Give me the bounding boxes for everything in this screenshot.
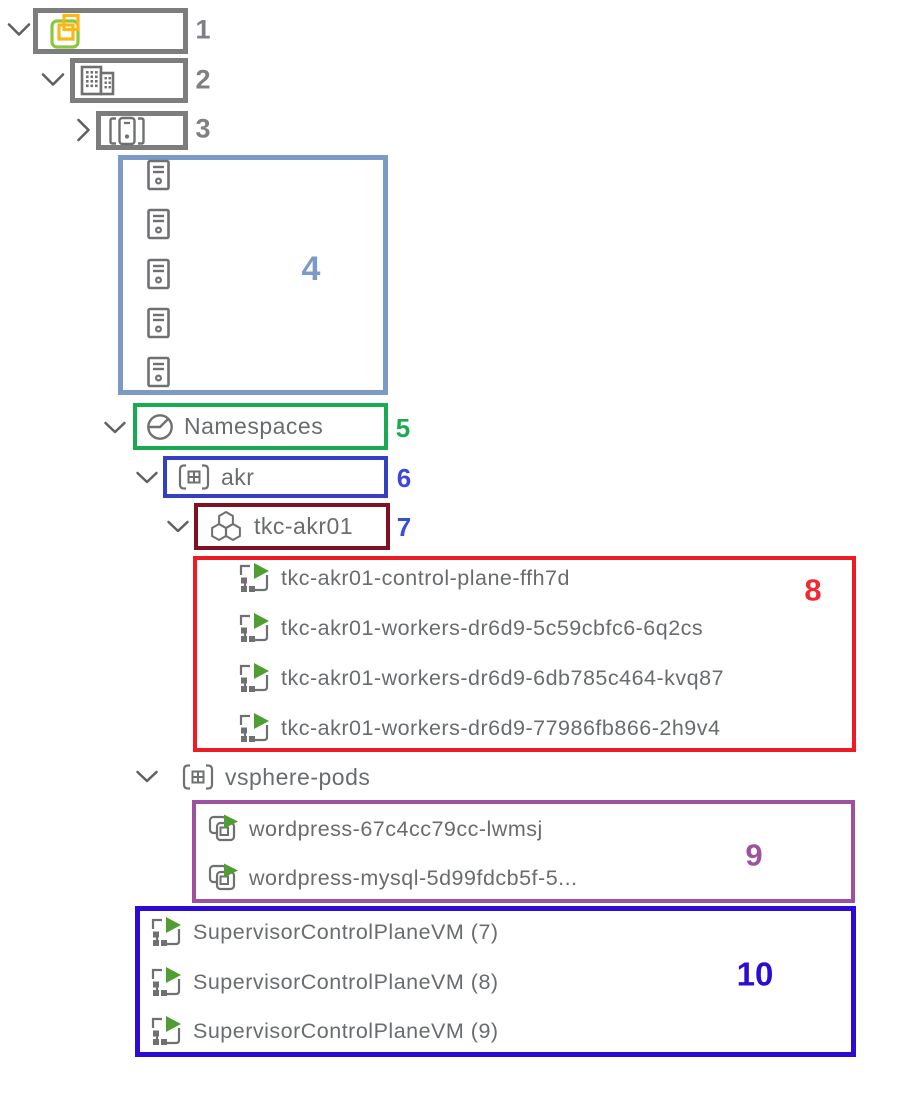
chevron-down-icon[interactable]	[136, 770, 159, 784]
annotation-box-hosts	[118, 155, 388, 395]
vm-powered-on-icon	[151, 967, 181, 996]
host-icon	[147, 208, 170, 240]
tree-node-akr[interactable]: akr	[176, 456, 254, 498]
tree-node-supervisor-vm-1[interactable]: SupervisorControlPlaneVM (7)	[150, 916, 499, 948]
vm-powered-on-icon	[151, 1016, 181, 1045]
datacenter-icon	[80, 65, 115, 96]
pod-label: wordpress-67c4cc79cc-lwmsj	[249, 816, 543, 841]
tree-node-supervisor-vm-2[interactable]: SupervisorControlPlaneVM (8)	[150, 966, 499, 998]
chevron-down-icon[interactable]	[7, 23, 31, 38]
akr-label: akr	[221, 463, 255, 490]
tree-node-tkc-vm-4[interactable]: tkc-akr01-workers-dr6d9-77986fb866-2h9v4	[238, 712, 720, 744]
chevron-right-icon[interactable]	[77, 118, 92, 142]
vsphere-pods-label: vsphere-pods	[225, 763, 371, 790]
pod-powered-on-icon	[208, 814, 238, 841]
annotation-number-9: 9	[745, 837, 763, 873]
tree-node-datacenter[interactable]	[80, 58, 116, 103]
tree-node-namespaces[interactable]: Namespaces	[145, 403, 323, 450]
vm-powered-on-icon	[239, 613, 269, 642]
annotation-box-datacenter	[70, 58, 188, 103]
annotation-number-10: 10	[736, 955, 774, 993]
annotation-number-3: 3	[195, 113, 211, 144]
tree-node-supervisor-vm-3[interactable]: SupervisorControlPlaneVM (9)	[150, 1015, 499, 1047]
vm-powered-on-icon	[151, 917, 181, 946]
vm-powered-on-icon	[239, 563, 269, 592]
tanzu-cluster-hexagons-icon	[211, 510, 241, 542]
annotation-number-5: 5	[395, 413, 411, 443]
tree-node-host-3[interactable]	[146, 258, 171, 290]
tkc-vm-label: tkc-akr01-workers-dr6d9-77986fb866-2h9v4	[281, 715, 721, 740]
host-icon	[147, 356, 170, 388]
annotation-box-namespaces	[133, 403, 388, 450]
tree-node-host-5[interactable]	[146, 356, 171, 388]
tree-node-tkc-vm-1[interactable]: tkc-akr01-control-plane-ffh7d	[238, 562, 570, 594]
tkc-vm-label: tkc-akr01-workers-dr6d9-5c59cbfc6-6q2cs	[281, 615, 704, 640]
annotation-box-pods	[192, 800, 855, 903]
pod-powered-on-icon	[208, 863, 238, 890]
tree-node-host-4[interactable]	[146, 307, 171, 339]
tree-node-vcenter[interactable]	[50, 8, 90, 54]
chevron-down-icon[interactable]	[136, 471, 159, 485]
vcenter-icon	[50, 13, 80, 49]
vm-powered-on-icon	[239, 713, 269, 742]
annotation-box-vcenter	[33, 8, 188, 54]
annotation-number-4: 4	[301, 250, 321, 288]
tree-node-host-2[interactable]	[146, 208, 171, 240]
host-icon	[147, 307, 170, 339]
annotation-number-6: 6	[396, 463, 412, 493]
vm-powered-on-icon	[239, 663, 269, 692]
tkc-vm-label: tkc-akr01-control-plane-ffh7d	[281, 565, 570, 590]
tree-node-cluster[interactable]	[106, 111, 148, 150]
annotation-number-2: 2	[195, 64, 211, 95]
chevron-down-icon[interactable]	[104, 421, 127, 435]
tree-node-pod-2[interactable]: wordpress-mysql-5d99fdcb5f-5...	[207, 862, 578, 894]
supervisor-vm-label: SupervisorControlPlaneVM (8)	[193, 969, 499, 994]
annotation-number-8: 8	[804, 572, 822, 608]
supervisor-vm-label: SupervisorControlPlaneVM (7)	[193, 919, 499, 944]
tree-node-pod-1[interactable]: wordpress-67c4cc79cc-lwmsj	[207, 813, 543, 845]
tkc-vm-label: tkc-akr01-workers-dr6d9-6db785c464-kvq87	[281, 665, 725, 690]
tkc-label: tkc-akr01	[254, 513, 354, 539]
annotation-box-akr	[163, 456, 388, 498]
annotation-box-tkc	[194, 503, 390, 550]
supervisor-vm-label: SupervisorControlPlaneVM (9)	[193, 1018, 499, 1043]
host-icon	[147, 159, 170, 191]
cluster-icon	[109, 116, 145, 145]
host-icon	[147, 258, 170, 290]
annotation-box-cluster	[96, 111, 188, 150]
annotation-number-1: 1	[195, 14, 211, 45]
annotation-number-7: 7	[396, 512, 412, 542]
tree-node-tkc-cluster[interactable]: tkc-akr01	[207, 503, 353, 550]
namespace-brackets-icon	[182, 764, 214, 790]
chevron-down-icon[interactable]	[41, 73, 65, 88]
tree-node-vsphere-pods[interactable]: vsphere-pods	[180, 756, 370, 798]
pod-label: wordpress-mysql-5d99fdcb5f-5...	[249, 865, 578, 890]
tree-node-tkc-vm-3[interactable]: tkc-akr01-workers-dr6d9-6db785c464-kvq87	[238, 662, 724, 694]
tree-node-host-1[interactable]	[146, 159, 171, 191]
chevron-down-icon[interactable]	[167, 520, 190, 534]
annotation-box-tkc-vms	[193, 556, 856, 752]
namespace-brackets-icon	[178, 464, 210, 490]
tree-node-tkc-vm-2[interactable]: tkc-akr01-workers-dr6d9-5c59cbfc6-6q2cs	[238, 612, 703, 644]
annotation-box-supervisor-vms	[135, 906, 856, 1057]
namespaces-icon	[147, 413, 173, 440]
namespaces-label: Namespaces	[184, 413, 324, 439]
